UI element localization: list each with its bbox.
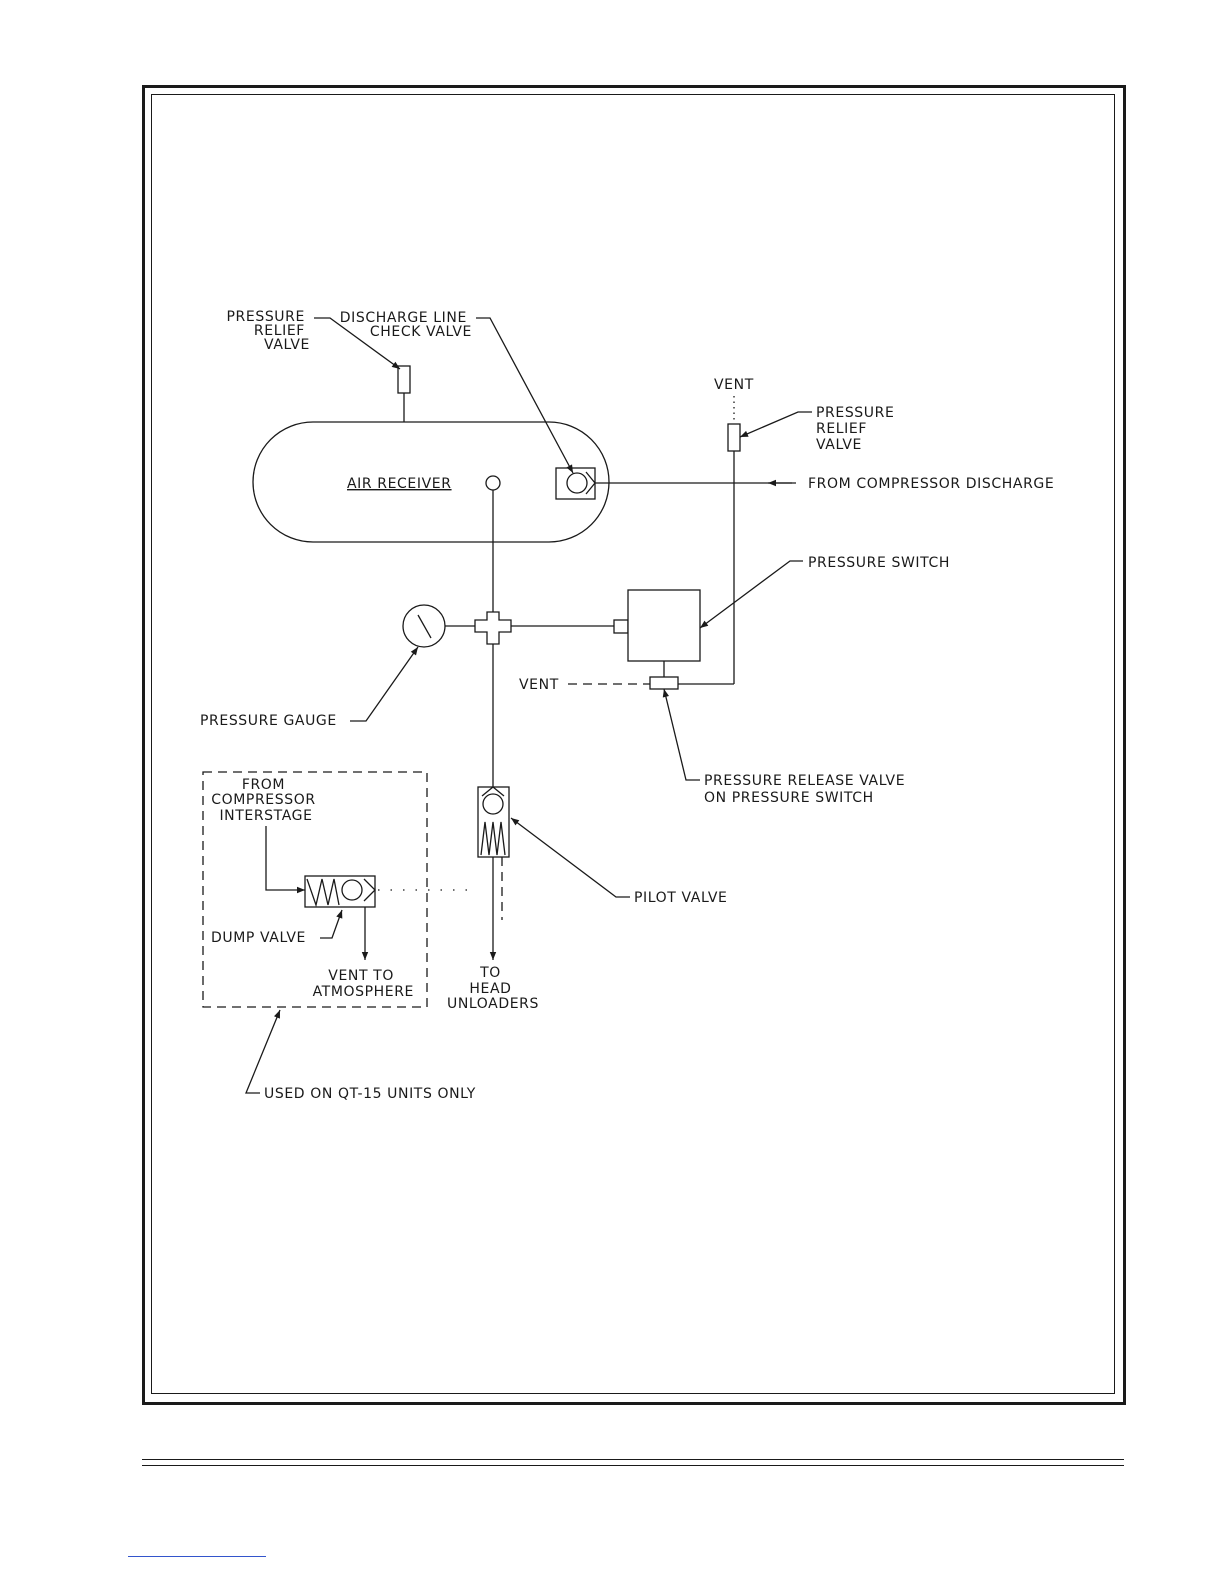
leader-pressure-switch xyxy=(699,560,803,629)
label-from-compressor-interstage: FROM COMPRESSOR INTERSTAGE xyxy=(211,777,320,824)
label-to-head-unloaders: TO HEAD UNLOADERS xyxy=(447,965,539,1012)
leader-used-on xyxy=(245,1009,281,1094)
label-vent-to-atmosphere: VENT TO ATMOSPHERE xyxy=(313,968,414,1000)
label-discharge-check-valve: DISCHARGE LINE CHECK VALVE xyxy=(340,310,472,340)
footer-rule-top xyxy=(142,1459,1124,1460)
leader-pressure-gauge xyxy=(350,646,419,722)
pressure-switch-body xyxy=(627,589,701,662)
label-from-compressor-discharge: FROM COMPRESSOR DISCHARGE xyxy=(808,476,1054,492)
dump-valve-seat xyxy=(363,878,376,902)
page-frame-inner xyxy=(151,94,1115,1394)
dump-valve-ball xyxy=(341,879,363,901)
leader-check-valve xyxy=(476,317,574,474)
pilot-valve-spring xyxy=(480,821,506,856)
pressure-switch-port xyxy=(613,619,629,634)
label-vent-switch: VENT xyxy=(519,677,559,693)
cross-fitting xyxy=(474,611,512,645)
leader-release-valve xyxy=(662,688,700,781)
pressure-relief-valve-right-symbol xyxy=(727,423,741,452)
label-pressure-relief-valve-top: PRESSURE RELIEF VALVE xyxy=(227,309,310,353)
label-dump-valve: DUMP VALVE xyxy=(211,930,306,946)
pressure-gauge-needle xyxy=(417,614,432,639)
footer-rule-bottom xyxy=(142,1465,1124,1466)
qt15-dashed-enclosure xyxy=(202,771,428,1008)
leader-relief-top xyxy=(314,317,401,370)
leader-dump-valve xyxy=(320,909,343,939)
pressure-release-valve-symbol xyxy=(649,676,679,690)
label-pressure-switch: PRESSURE SWITCH xyxy=(808,555,950,571)
interstage-line xyxy=(265,826,305,894)
air-receiver-tank xyxy=(252,421,610,543)
label-pilot-valve: PILOT VALVE xyxy=(634,890,727,906)
label-pressure-relief-valve-right: PRESSURE RELIEF VALVE xyxy=(816,405,899,453)
pressure-relief-valve-top-symbol xyxy=(397,365,411,394)
label-vent-top: VENT xyxy=(714,377,754,393)
page-frame-outer xyxy=(142,85,1126,1405)
pilot-valve-ball xyxy=(482,793,504,815)
label-pressure-release-valve: PRESSURE RELEASE VALVE ON PRESSURE SWITC… xyxy=(704,773,910,806)
check-valve-ball xyxy=(566,472,588,494)
footer-link-underline[interactable] xyxy=(128,1556,266,1557)
label-pressure-gauge: PRESSURE GAUGE xyxy=(200,713,337,729)
label-used-on-units: USED ON QT-15 UNITS ONLY xyxy=(264,1086,476,1102)
label-air-receiver: AIR RECEIVER xyxy=(347,476,452,492)
leader-relief-right xyxy=(739,411,812,438)
leader-pilot-valve xyxy=(510,817,630,898)
pilot-valve-seat xyxy=(481,786,505,797)
dump-valve-spring xyxy=(306,878,340,908)
